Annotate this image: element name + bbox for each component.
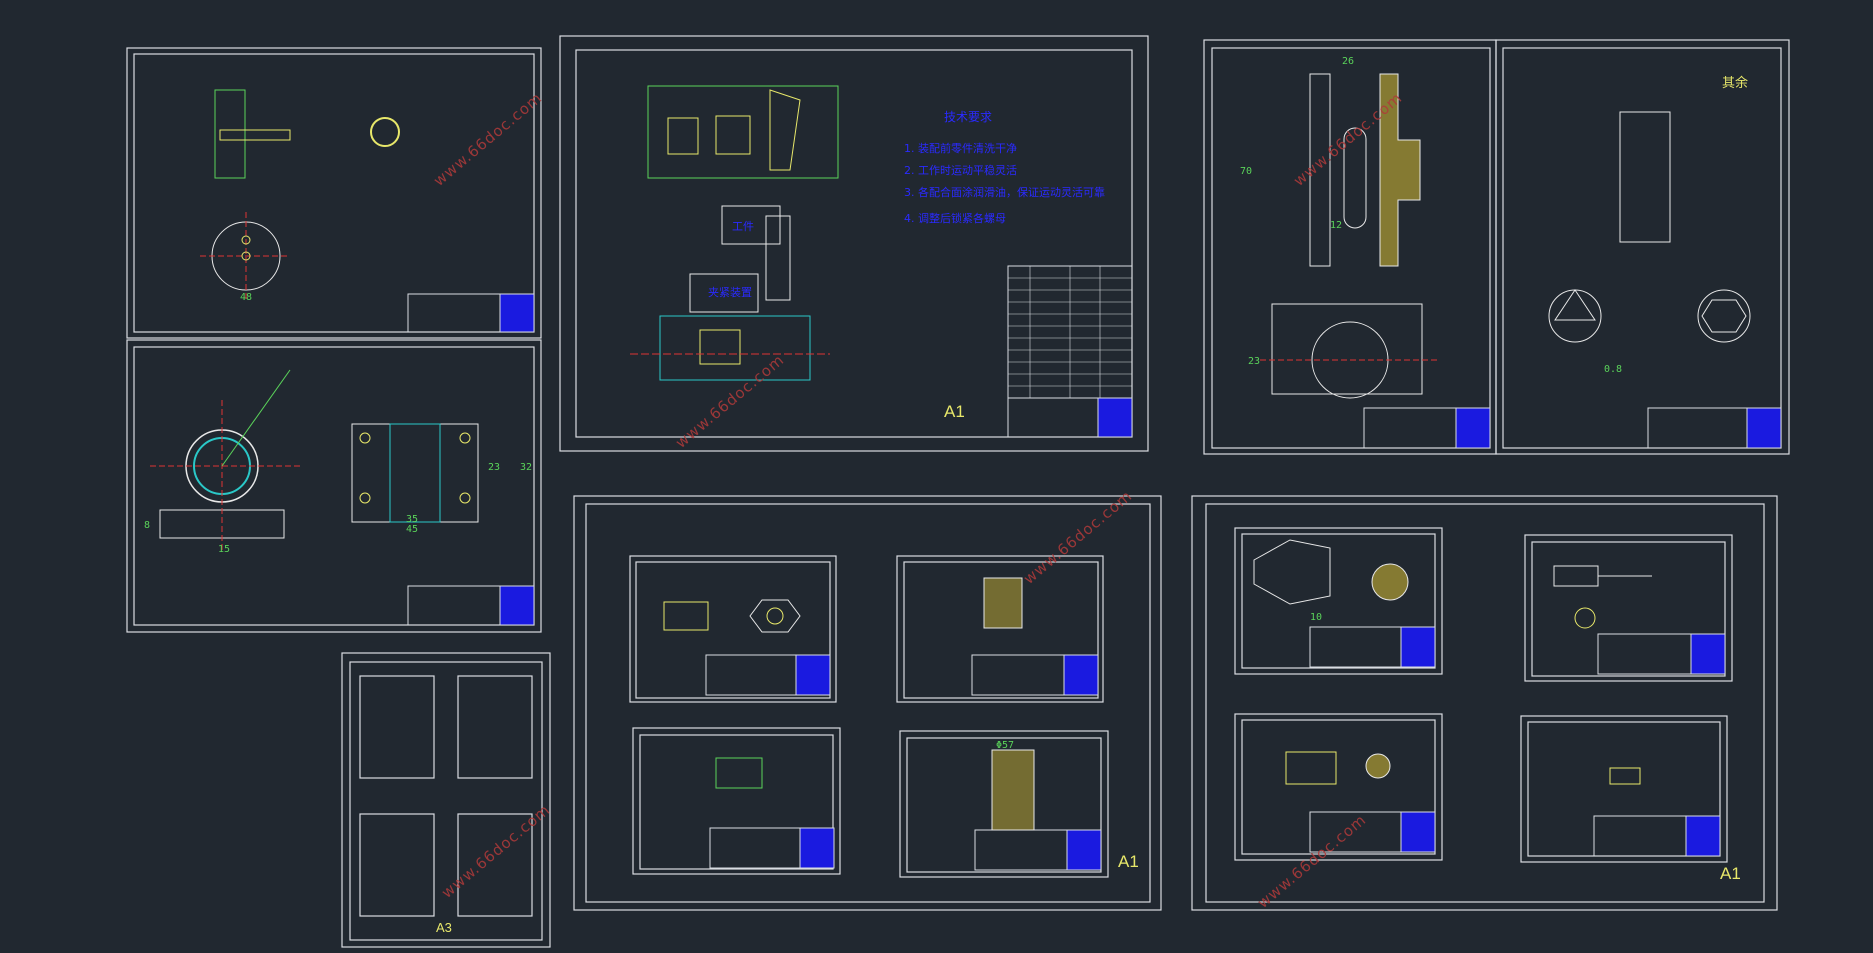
dim-12: 12 — [1330, 220, 1343, 231]
dim-26: 26 — [1342, 56, 1355, 67]
dim-48: 48 — [240, 292, 253, 303]
sheet-bracket-top[interactable] — [126, 47, 542, 339]
parts-small-views[interactable] — [663, 539, 1652, 831]
parts-list-table — [1008, 266, 1132, 398]
sheet-a1-parts-middle[interactable] — [573, 495, 1162, 911]
sheet-assembly-a1[interactable] — [559, 35, 1149, 452]
part-section-views[interactable] — [1260, 73, 1751, 399]
dim-32: 32 — [520, 462, 533, 473]
label-clamp: 夹紧装置 — [708, 286, 752, 299]
notes-line-2: 2. 工作时运动平稳灵活 — [904, 164, 1017, 177]
label-workpiece: 工件 — [732, 220, 754, 233]
part-bracket-views[interactable] — [200, 89, 400, 300]
dim-15: 15 — [218, 544, 231, 555]
title-blocks — [407, 265, 1782, 871]
notes-line-4: 4. 调整后锁紧各螺母 — [904, 212, 1006, 225]
sheet-label-a1-top: A1 — [944, 402, 965, 421]
dim-45: 45 — [406, 524, 419, 535]
sheet-label-a3: A3 — [436, 920, 452, 935]
notes-line-1: 1. 装配前零件清洗干净 — [904, 142, 1017, 155]
dim-phi57: Φ57 — [996, 740, 1015, 751]
sheet-label-a1-mid: A1 — [1118, 852, 1139, 871]
sheet-a1-parts-right[interactable] — [1191, 495, 1778, 911]
dim-70: 70 — [1240, 166, 1253, 177]
sheet-a3-collection[interactable] — [341, 652, 551, 948]
dim-23b: 23 — [1248, 356, 1261, 367]
sheet-label-a1-right: A1 — [1720, 864, 1741, 883]
dim-23: 23 — [488, 462, 501, 473]
assembly-views[interactable] — [630, 85, 839, 381]
part-bearing-seat-views[interactable] — [150, 369, 479, 550]
dim-35: 35 — [406, 514, 419, 525]
notes-title: 技术要求 — [944, 110, 993, 124]
sheet-bearing-seat[interactable] — [126, 339, 542, 633]
roughness-note: 其余 — [1722, 76, 1749, 91]
dim-0-8: 0.8 — [1604, 364, 1623, 375]
dim-8: 8 — [144, 520, 151, 531]
sheet-part-drawing-2[interactable] — [1495, 39, 1790, 455]
notes-line-3: 3. 各配合面涂润滑油，保证运动灵活可靠 — [904, 186, 1105, 199]
sheet-part-drawing-1[interactable] — [1203, 39, 1497, 455]
dim-10: 10 — [1310, 612, 1323, 623]
